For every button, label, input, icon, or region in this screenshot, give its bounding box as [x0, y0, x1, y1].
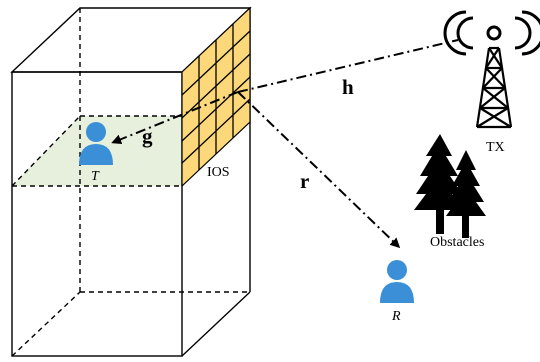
label-r-user: R	[391, 309, 401, 324]
hidden-edges	[11, 8, 250, 357]
pine-tree-icon	[446, 150, 486, 238]
user-icon	[79, 122, 113, 165]
ios-panel	[181, 6, 251, 188]
label-g: g	[142, 124, 153, 148]
label-t: T	[91, 169, 100, 184]
channel-h	[237, 39, 459, 93]
pine-tree-icon	[414, 134, 464, 234]
label-tx: TX	[486, 140, 505, 155]
building-front	[11, 71, 183, 357]
label-h: h	[342, 75, 354, 99]
channel-r	[237, 91, 401, 249]
label-r: r	[300, 169, 309, 193]
obstacles-group	[414, 134, 486, 238]
channel-links	[111, 39, 459, 249]
channel-g	[111, 91, 239, 145]
user-icon	[380, 260, 414, 303]
label-ios: IOS	[207, 165, 230, 180]
label-obstacles: Obstacles	[430, 235, 484, 250]
tx-tower-icon	[443, 10, 540, 129]
